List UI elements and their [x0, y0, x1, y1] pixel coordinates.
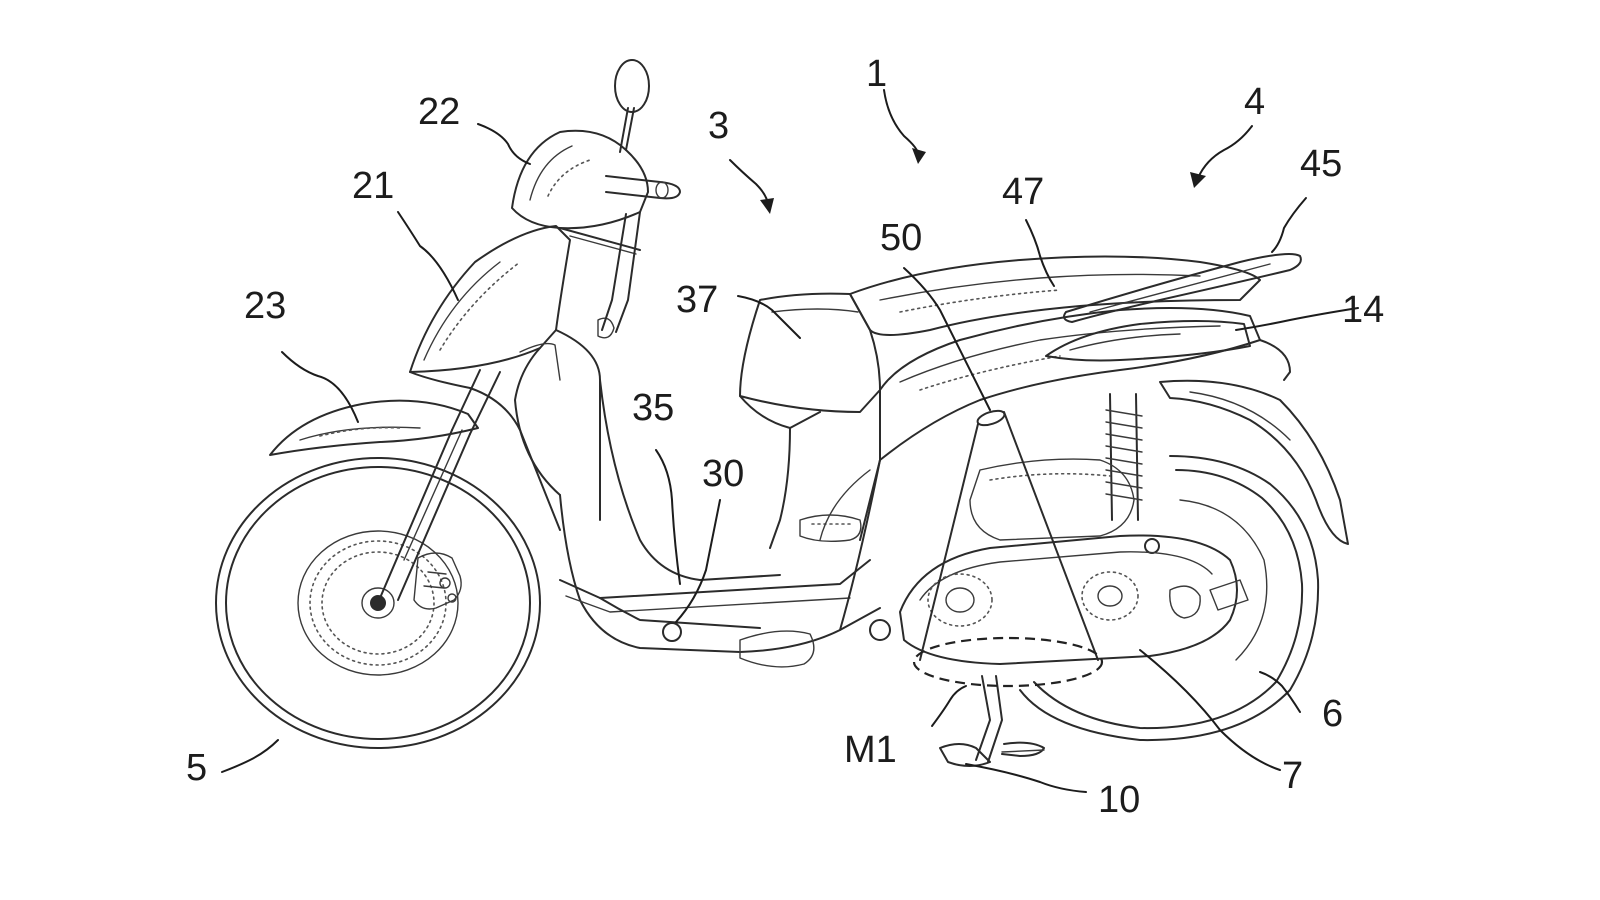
leader-lines	[221, 89, 1359, 793]
ref-M1: M1	[844, 729, 897, 771]
ref-6: 6	[1322, 693, 1343, 735]
ref-1: 1	[866, 53, 887, 95]
ref-35: 35	[632, 387, 674, 429]
ref-7: 7	[1282, 755, 1303, 797]
ref-23: 23	[244, 285, 286, 327]
ref-21: 21	[352, 165, 394, 207]
ref-45: 45	[1300, 143, 1342, 185]
rear-body	[819, 307, 1291, 631]
ref-14: 14	[1342, 289, 1384, 331]
rear-wheel	[1019, 455, 1320, 742]
ref-10: 10	[1098, 779, 1140, 821]
grab-rail	[1063, 253, 1302, 323]
ref-37: 37	[676, 279, 718, 321]
sensor-cone	[912, 409, 1104, 688]
ref-4: 4	[1244, 81, 1265, 123]
front-shield	[409, 225, 615, 531]
ref-50: 50	[880, 217, 922, 259]
ref-5: 5	[186, 747, 207, 789]
ref-3: 3	[708, 105, 729, 147]
rear-shock	[1105, 393, 1160, 554]
rear-mudguard	[1159, 379, 1349, 545]
handlebar-cover	[511, 59, 681, 333]
front-mudguard	[269, 399, 479, 456]
ref-30: 30	[702, 453, 744, 495]
reference-numerals: 1 3 4 22 21 23 37 50 47 45 14 35 30 6 7 …	[186, 53, 1384, 821]
tunnel-panel	[739, 292, 881, 549]
ref-22: 22	[418, 91, 460, 133]
front-wheel	[215, 457, 541, 749]
ref-47: 47	[1002, 171, 1044, 213]
center-stand	[939, 675, 1045, 767]
seat	[849, 255, 1261, 336]
